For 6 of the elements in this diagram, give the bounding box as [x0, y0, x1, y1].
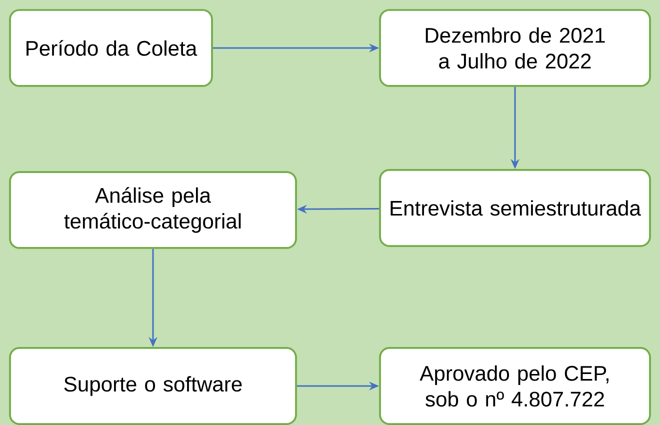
process-box: Aprovado pelo CEP, sob o nº 4.807.722 [379, 347, 651, 425]
process-box: Período da Coleta [9, 9, 213, 87]
process-box: Suporte o software [9, 347, 297, 425]
process-box: Análise pela temático-categorial [9, 171, 297, 249]
process-box: Dezembro de 2021 a Julho de 2022 [379, 9, 651, 87]
process-box: Entrevista semiestruturada [379, 169, 651, 247]
